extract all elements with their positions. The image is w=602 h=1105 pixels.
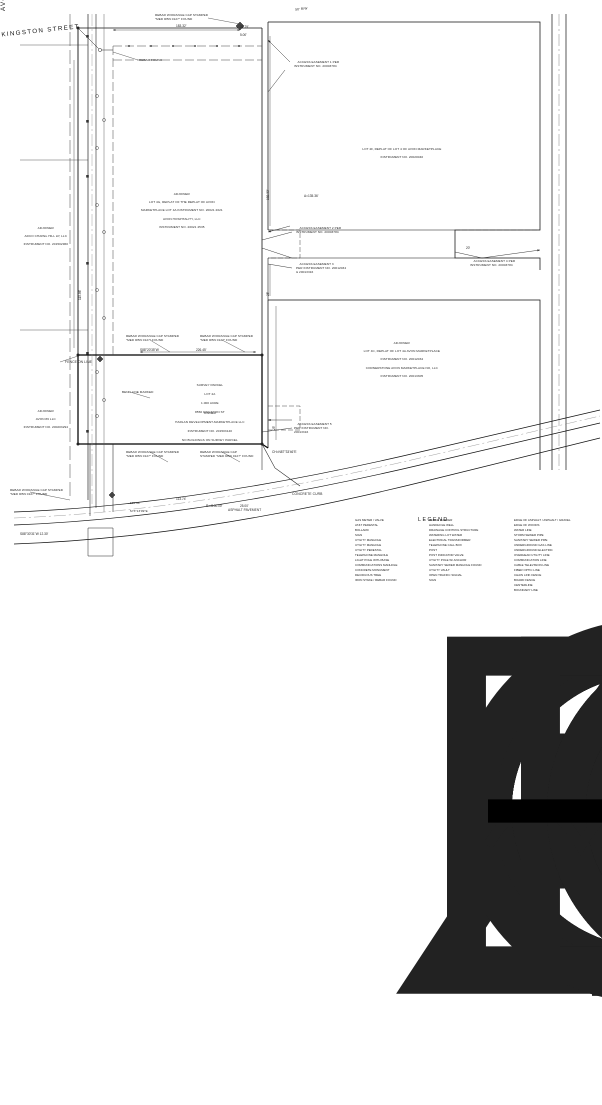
dimension-east-upper: 182.33' [266, 189, 270, 200]
dimension-east-mid: 25' [266, 291, 270, 296]
legend-label: BOLLARD [355, 527, 369, 532]
legend-label: UTILITY VAULT [429, 567, 450, 572]
legend-label: CHAIN LINK FENCE [514, 573, 542, 578]
legend-label: OVERHEAD UTILITY LINE [514, 552, 550, 557]
survey-parcel-label: SURVEY PARCEL LOT 4A 1.000 ACRE 8550 KIN… [195, 382, 225, 415]
legend-label: SANITARY SEWER PIPE [514, 537, 548, 542]
legend-label: ELECTRICAL TRANSFORMER [429, 537, 471, 542]
legend-label: UTILITY MANHOLE [355, 542, 382, 547]
dimension-south-main: 226.45' [196, 348, 207, 352]
dimension-north-ne: 31.79' [240, 25, 249, 29]
legend-label: GAS METER / VALVE [355, 517, 384, 522]
legend-label: EDGE OF WOODS [514, 522, 540, 527]
legend-label: EDGE OF ASPHALT / ASPHALT / GRAVEL [514, 517, 571, 522]
monument-note-north-1: REBAR W/ORANGE CAP STAMPED"MED RBN 0127"… [155, 13, 209, 22]
legend-point-left-12: IRON STAKE / REBAR FOUND [346, 578, 602, 986]
legend-label: STORM SEWER PIPE [514, 532, 544, 537]
legend-point-right-8: UTILITY POLE W/ ANCHOR [420, 557, 602, 996]
dimension-bottom-d1: R=4100.00' [206, 504, 223, 508]
legend-label: SANITARY SEWER MANHOLE FOUND [429, 562, 482, 567]
adjoiner-label-west-upper: ADJOINER ADCO CHAPEL HILL LP, LLC INSTRU… [23, 226, 69, 247]
dimension-bottom-left: S88°30'31"W 12.30' [20, 532, 49, 536]
legend-label: LIGHT POLE WITH BASE [355, 557, 390, 562]
legend-label: OPEN TRAFFIC SIGNAL [429, 573, 463, 578]
legend-label: UTILITY PEDESTAL [355, 547, 382, 552]
legend-point-right-4: ELECTRICAL TRANSFORMER [420, 537, 602, 833]
legend-label: UTILITY MANHOLE [355, 537, 382, 542]
adjoiner-label-north: ADJOINER LOT 4G, REPLAT OF THE REPLAT OF… [140, 192, 223, 229]
legend-label: BOARD FENCE [514, 578, 536, 583]
legend-label: CABLE TELEVISION LINE [514, 562, 550, 567]
legend-label: UNDERGROUND GAS LINE [514, 542, 552, 547]
legend-label: FENCE MARKER [429, 517, 453, 522]
legend-label: TELEPHONE CALL BOX [429, 542, 462, 547]
dimension-south-bearing: S88°20'35"W [140, 348, 159, 352]
dimension-offset-25a: 20' [466, 246, 471, 250]
dimension-bottom-d2: 25.00' [240, 504, 249, 508]
survey-parcel-boundary [77, 354, 263, 445]
legend-line-14: BOUNDARY LINE [488, 588, 602, 823]
dimension-west-main: 115.86' [78, 289, 82, 300]
monument-note-se: REBAR W/ORANGE CAP STAMPED"MED RBN 0127"… [200, 334, 254, 343]
legend-label: UNDERGROUND ELECTRIC [514, 547, 553, 552]
dimension-north-ne2: 5.00' [240, 33, 247, 37]
legend-label: WATERING LOT WATER [429, 532, 463, 537]
legend-point-right-6: POST [420, 547, 482, 552]
survey-parcel-owner-block: OWNER HARLAN DEVELOPMENT-MARKETPLACE LLC… [175, 410, 245, 443]
legend-label: CONCRETE MONUMENT [355, 567, 390, 572]
adjoiner-label-west-lower: ADJOINER AVON 86 LLC INSTRUMENT NO. 2002… [23, 409, 69, 430]
legend-label: DECIDUOUS TREE [355, 573, 382, 578]
adjoiner-label-southeast: ADJOINER LOT 4C, REPLAT OF LOT 4A AVON M… [363, 341, 441, 378]
curve-length: 113.74' [176, 497, 187, 501]
legend-label: CENTERLINE [514, 583, 533, 588]
dimension-east-lower: 25' [272, 425, 276, 430]
legend-title: LEGEND [418, 517, 449, 523]
note-fence-on-line: FENCE ON LINE [65, 360, 92, 364]
dimension-offset-20: CH=N87°33'46"E [272, 450, 297, 454]
curve-data-block: 135.36' S73°13'09"E [129, 501, 148, 514]
legend-label: TELEPHONE MANHOLE [355, 552, 389, 557]
legend-label: POST [429, 547, 437, 552]
note-asphalt-pavement: ASPHALT PAVEMENT [228, 508, 262, 512]
dimension-north-top: 183.32' [176, 24, 187, 28]
legend-label: SIGN [355, 532, 363, 537]
note-concrete-curb: CONCRETE CURB [292, 492, 323, 496]
legend-label: DRAINAGE CONTROL STRUCTURE [429, 527, 479, 532]
legend-label: UTILITY POLE W/ ANCHOR [429, 557, 467, 562]
dimension-offset-25b: A=135.36' [304, 194, 319, 198]
legend-label: FIBER OPTIC LINE [514, 567, 540, 572]
monument-note-sw: REBAR W/ORANGE CAP STAMPED"MED RBN 0127"… [126, 334, 180, 343]
monument-note-north-2: REBAR FOUND [139, 58, 163, 62]
monument-note-bend: BEND LINE MARKED [122, 390, 154, 394]
legend-label: WATER LINE [514, 527, 532, 532]
survey-drawing-sheet: REBAR W/ORANGE CAP STAMPED"MED RBN 0127"… [0, 0, 602, 997]
legend-label: SIGN [429, 578, 437, 583]
legend-point-right-12: SIGN [420, 578, 602, 939]
legend-label: COMMUNICATIONS MANHOLE [355, 562, 398, 567]
monument-note-bottom: REBAR W/ORANGE CAP STAMPED"MED RBN 0127"… [10, 488, 64, 497]
survey-point-symbols [76, 21, 264, 499]
legend-label: AT&T PEDESTAL [355, 522, 379, 527]
legend-label: IRON STAKE / REBAR FOUND [355, 578, 397, 583]
monument-note-s1: REBAR W/ORANGE CAP STAMPED"MED RBN 0127"… [126, 450, 180, 459]
street-label-avon-marketplace: AVON MARKETPLACE 60' R/W - PUBLIC [0, 0, 11, 11]
adjoiner-label-northeast: LOT 4F, REPLAT OF LOT 4 OF AVON MARKETPL… [362, 147, 442, 160]
legend-label: POST INDICATOR VALVE [429, 552, 464, 557]
legend-label: HANDHOLE WELL [429, 522, 455, 527]
plat-linework [13, 14, 601, 557]
legend-label: COMMUNICATION LINE [514, 557, 547, 562]
